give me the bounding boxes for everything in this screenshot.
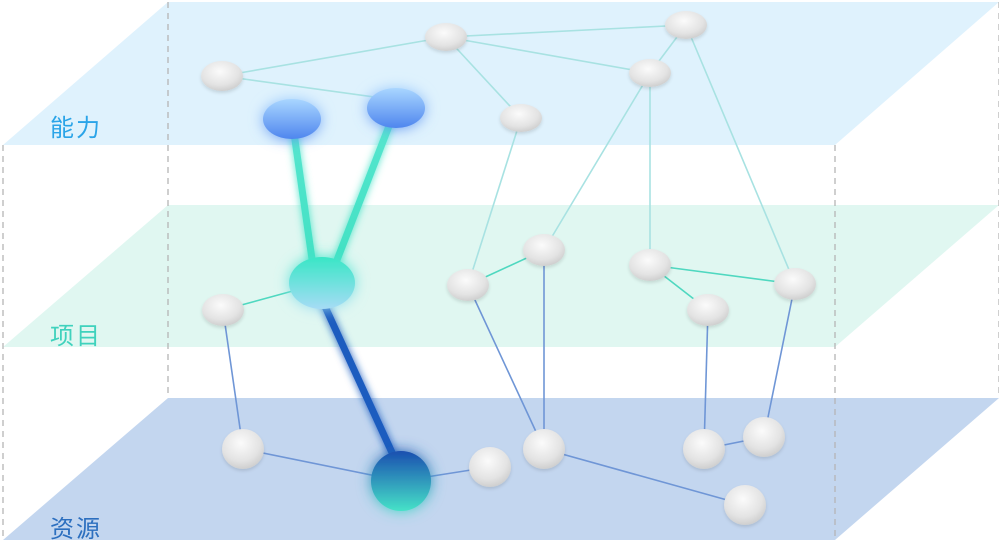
node <box>774 268 816 300</box>
node <box>202 294 244 326</box>
layer-label-project: 项目 <box>50 322 102 350</box>
node <box>665 11 707 39</box>
node <box>523 234 565 266</box>
highlight-path <box>288 104 404 474</box>
node <box>425 23 467 51</box>
node <box>629 249 671 281</box>
node <box>724 485 766 525</box>
plane-ability <box>3 2 999 145</box>
highlight-nodes <box>263 88 431 511</box>
node <box>629 59 671 87</box>
layer-label-resource: 资源 <box>50 515 102 543</box>
node <box>687 294 729 326</box>
beam-project-resource <box>318 296 404 474</box>
node <box>500 104 542 132</box>
gray-nodes <box>201 11 816 525</box>
beam-ability-right <box>326 104 400 282</box>
project-node-highlight <box>289 257 355 309</box>
cross-layer-edges <box>467 24 796 286</box>
node <box>523 429 565 469</box>
resource-node-highlight <box>371 451 431 511</box>
plane-project <box>3 205 999 347</box>
node <box>201 61 243 91</box>
layer-label-ability: 能力 <box>50 114 102 142</box>
node <box>743 417 785 457</box>
beam-ability-left <box>288 115 319 284</box>
ability-node-highlight-right <box>367 88 425 128</box>
ability-node-highlight-left <box>263 99 321 139</box>
node <box>469 447 511 487</box>
node <box>683 429 725 469</box>
node <box>222 429 264 469</box>
node <box>447 269 489 301</box>
